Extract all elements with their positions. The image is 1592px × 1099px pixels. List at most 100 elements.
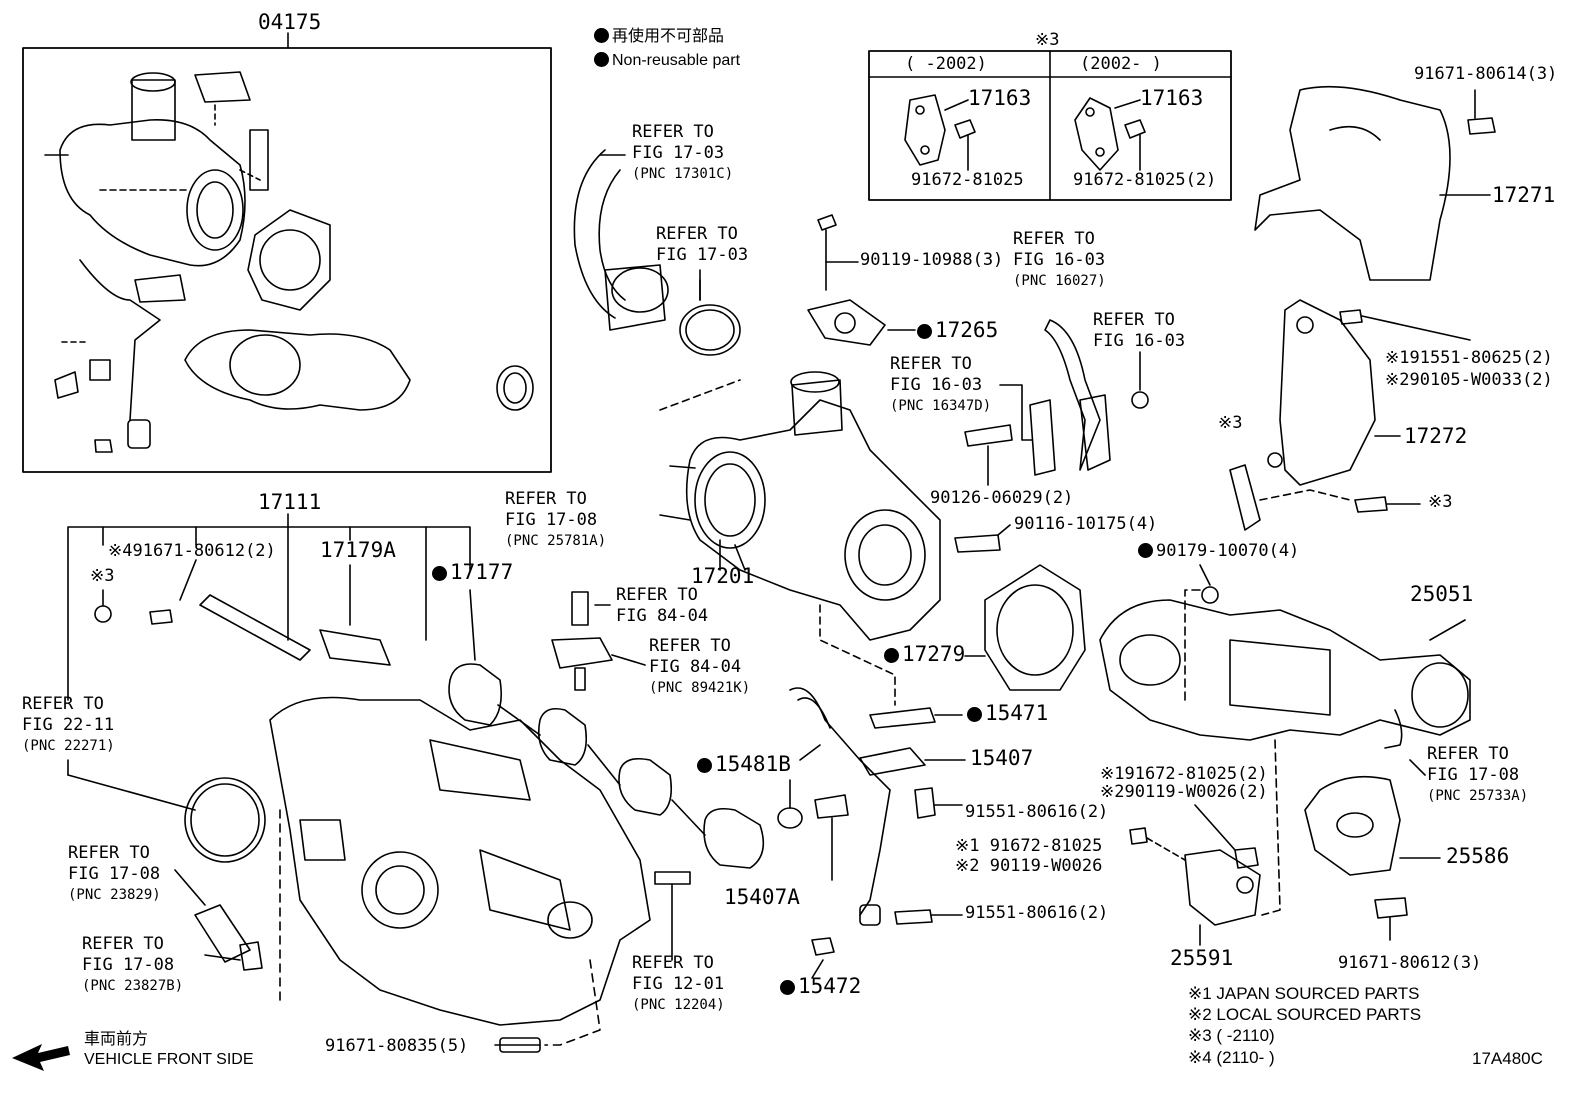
refer-pnc: (PNC 23827B) <box>82 978 184 994</box>
refer-fig-16-03-c[interactable]: REFER TO FIG 16-03 (PNC 16347D) <box>890 354 991 417</box>
part-04175: 04175 <box>258 10 322 34</box>
refer-fig-17-08-b[interactable]: REFER TO FIG 17-08 (PNC 23829) <box>68 843 161 906</box>
part-91671-80612-2: ※491671-80612(2) <box>108 541 276 561</box>
part-15481B-text: 15481B <box>715 752 791 776</box>
refer-pnc: (PNC 22271) <box>22 738 115 754</box>
refer-line2: FIG 22-11 <box>22 715 115 735</box>
non-reusable-dot-icon <box>594 28 609 43</box>
part-17177-text: 17177 <box>450 560 514 584</box>
variant-col2-part: 17163 <box>1140 86 1204 110</box>
refer-line2: FIG 16-03 <box>1013 250 1106 270</box>
figure-id: 17A480C <box>1472 1049 1543 1068</box>
legend-en-text: Non-reusable part <box>612 52 741 69</box>
refer-fig-84-04-b[interactable]: REFER TO FIG 84-04 (PNC 89421K) <box>649 636 750 699</box>
refer-line1: REFER TO <box>890 354 972 374</box>
variant-table-title: ※3 <box>1035 30 1060 50</box>
refer-line2: FIG 16-03 <box>890 375 983 395</box>
footnote-3: ※3 ( -2110) <box>1188 1026 1275 1045</box>
refer-fig-16-03-b[interactable]: REFER TO FIG 16-03 <box>1093 310 1185 352</box>
refer-fig-17-03-a[interactable]: REFER TO FIG 17-03 (PNC 17301C) <box>632 122 733 185</box>
part-90179-10070-text: 90179-10070(4) <box>1156 541 1300 561</box>
refer-fig-16-03-a[interactable]: REFER TO FIG 16-03 (PNC 16027) <box>1013 229 1106 292</box>
footnote-1: ※1 JAPAN SOURCED PARTS <box>1188 984 1420 1003</box>
part-15472-text: 15472 <box>798 974 862 998</box>
non-reusable-dot-icon <box>594 52 609 67</box>
part-25051: 25051 <box>1410 582 1474 606</box>
non-reusable-dot-icon <box>1138 543 1153 558</box>
part-90119-W0026-lc: ※2 90119-W0026 <box>955 856 1103 876</box>
refer-fig-17-08-a[interactable]: REFER TO FIG 17-08 (PNC 25781A) <box>505 489 606 552</box>
part-15407: 15407 <box>970 746 1034 770</box>
kit-04175-frame <box>22 47 552 473</box>
refer-line1: REFER TO <box>82 934 164 954</box>
refer-pnc: (PNC 16027) <box>1013 273 1106 289</box>
part-17265: 17265 <box>917 320 998 341</box>
variant-col1-header: ( -2002) <box>905 54 987 74</box>
refer-line1: REFER TO <box>1093 310 1175 330</box>
part-91672-81025-2: ※191672-81025(2) <box>1100 764 1268 784</box>
part-15481B: 15481B <box>697 754 791 775</box>
heat-shield-sketch <box>1254 85 1451 281</box>
part-25591: 25591 <box>1170 946 1234 970</box>
refer-line2: FIG 12-01 <box>632 974 725 994</box>
part-15471-text: 15471 <box>985 701 1049 725</box>
refer-fig-17-08-c[interactable]: REFER TO FIG 17-08 (PNC 23827B) <box>82 934 183 997</box>
part-91551-80625: ※191551-80625(2) <box>1385 348 1553 368</box>
refer-line1: REFER TO <box>22 694 104 714</box>
variant-col1-part: 17163 <box>968 86 1032 110</box>
part-17279-text: 17279 <box>902 642 966 666</box>
part-25586: 25586 <box>1446 844 1510 868</box>
refer-line2: FIG 17-08 <box>68 864 161 884</box>
refer-line2: FIG 16-03 <box>1093 331 1186 351</box>
non-reusable-dot-icon <box>884 648 899 663</box>
refer-line2: FIG 17-03 <box>656 245 749 265</box>
part-17111: 17111 <box>258 490 322 514</box>
variant-col2-bolt: 91672-81025(2) <box>1073 170 1217 190</box>
refer-fig-17-08-d[interactable]: REFER TO FIG 17-08 (PNC 25733A) <box>1427 744 1528 807</box>
vehicle-front-arrow <box>12 1044 70 1071</box>
refer-fig-22-11[interactable]: REFER TO FIG 22-11 (PNC 22271) <box>22 694 115 757</box>
non-reusable-dot-icon <box>967 707 982 722</box>
refer-fig-17-03-b[interactable]: REFER TO FIG 17-03 <box>656 224 748 266</box>
part-91551-80616-b: 91551-80616(2) <box>965 903 1109 923</box>
part-15471: 15471 <box>967 703 1048 724</box>
refer-line2: FIG 84-04 <box>649 657 742 677</box>
refer-pnc: (PNC 25733A) <box>1427 788 1529 804</box>
turbo-sketch <box>685 399 941 641</box>
refer-pnc: (PNC 16347D) <box>890 398 992 414</box>
variant-col1-bolt: 91672-81025 <box>911 170 1024 190</box>
kit-turbo-sketch <box>44 71 534 453</box>
part-90116-10175: 90116-10175(4) <box>1014 514 1158 534</box>
note-3-b: ※3 <box>1218 413 1243 433</box>
part-15472: 15472 <box>780 976 861 997</box>
non-reusable-dot-icon <box>697 758 712 773</box>
part-90179-10070: 90179-10070(4) <box>1138 543 1299 560</box>
refer-pnc: (PNC 89421K) <box>649 680 751 696</box>
part-91551-80616-a: 91551-80616(2) <box>965 802 1109 822</box>
vehicle-front-en: VEHICLE FRONT SIDE <box>84 1051 254 1068</box>
refer-fig-12-01[interactable]: REFER TO FIG 12-01 (PNC 12204) <box>632 953 725 1016</box>
non-reusable-dot-icon <box>432 566 447 581</box>
refer-fig-84-04-a[interactable]: REFER TO FIG 84-04 <box>616 585 708 627</box>
note-3-a: ※3 <box>90 566 115 586</box>
part-91672-81025-jp: ※1 91672-81025 <box>955 836 1103 856</box>
part-17272: 17272 <box>1404 424 1468 448</box>
part-17179A: 17179A <box>320 538 396 562</box>
refer-pnc: (PNC 23829) <box>68 887 161 903</box>
part-91671-80614: 91671-80614(3) <box>1414 64 1558 84</box>
refer-line1: REFER TO <box>616 585 698 605</box>
part-91671-80835: 91671-80835(5) <box>325 1036 469 1056</box>
converter-sketch <box>1099 599 1471 741</box>
refer-line1: REFER TO <box>1427 744 1509 764</box>
part-90119-W0026-2: ※290119-W0026(2) <box>1100 782 1268 802</box>
part-90119-10988: 90119-10988(3) <box>860 250 1004 270</box>
refer-pnc: (PNC 12204) <box>632 997 725 1013</box>
vehicle-front-jp: 車両前方 <box>84 1031 149 1048</box>
legend-jp-text: 再使用不可部品 <box>612 28 725 45</box>
part-17271: 17271 <box>1492 183 1556 207</box>
part-90105-W0033: ※290105-W0033(2) <box>1385 370 1553 390</box>
non-reusable-dot-icon <box>780 980 795 995</box>
footnote-4: ※4 (2110- ) <box>1188 1048 1275 1067</box>
refer-line2: FIG 17-08 <box>82 955 175 975</box>
